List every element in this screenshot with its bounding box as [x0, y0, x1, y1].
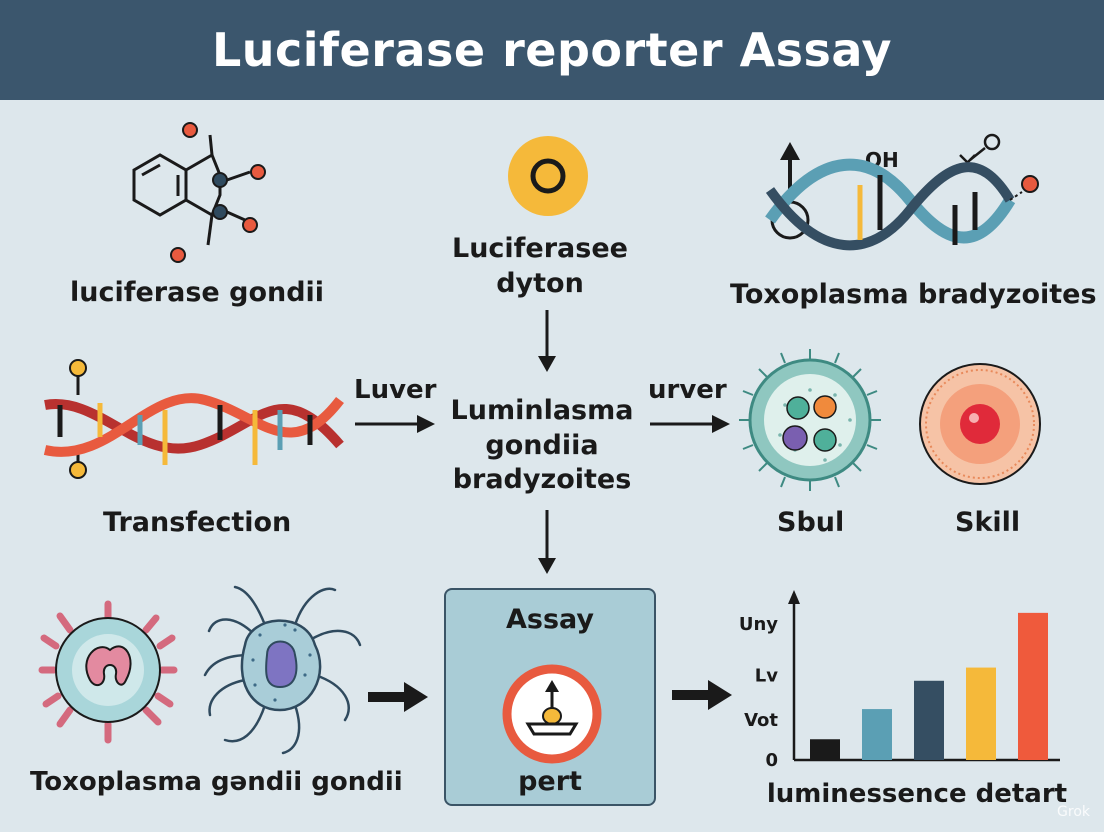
arrow-right-2 [650, 415, 730, 433]
molecule-label: luciferase gondii [70, 277, 325, 308]
center-label: Luminlasma gondiia bradyzoites [430, 394, 654, 498]
header-bar: Luciferase reporter Assay [0, 0, 1104, 100]
x-axis-label: luminessence detart [767, 779, 1067, 809]
molecule-icon [132, 122, 266, 263]
luminescence-chart: 0 Vot Lv Uny luminessence detart [739, 590, 1067, 809]
arrow-right-4 [672, 680, 732, 710]
y-axis-arrowhead [788, 590, 800, 604]
transfection-label: Transfection [103, 507, 292, 538]
arrow-right-3 [368, 682, 428, 712]
bar-4 [1018, 612, 1048, 760]
parasite-cell-icon [38, 600, 178, 744]
assay-title: Assay [505, 604, 595, 635]
bar-1 [862, 709, 892, 760]
bottom-left-label: Toxoplasma gəndii gondii [30, 767, 403, 797]
cell-1-icon [739, 349, 881, 491]
center-label-line-3: bradyzoites [452, 464, 632, 496]
luciferase-label-line-1: Luciferasee [452, 233, 628, 264]
arrow-down-1 [538, 310, 556, 372]
cell-2-label: Skill [955, 507, 1021, 538]
bar-3 [966, 667, 996, 760]
arrow-right-label: urver [648, 375, 727, 405]
watermark-text: Grok [1057, 804, 1090, 820]
bar-2 [914, 680, 944, 760]
luciferase-icon [508, 136, 588, 216]
assay-footer: pert [518, 766, 582, 797]
y-tick-label-0: 0 [765, 750, 778, 771]
luciferase-label-line-2: dyton [496, 267, 584, 299]
neuron-cell-icon [203, 585, 362, 755]
center-label-line-2: gondiia [485, 429, 599, 461]
arrow-right-1 [355, 415, 435, 433]
arrow-left-label: Luver [354, 375, 437, 405]
bar-0 [810, 739, 840, 760]
y-tick-label-2: Lv [755, 665, 778, 686]
y-tick-label-1: Vot [744, 710, 778, 731]
cell-2-icon [919, 363, 1041, 485]
cell-1-label: Sbul [777, 507, 845, 538]
dna-transfection-icon [43, 359, 344, 479]
assay-box: Assay pert [444, 588, 656, 806]
dna-top-label: Toxoplasma bradyzoites [730, 279, 1097, 310]
luminometer-icon [502, 664, 602, 764]
center-label-line-1: Luminlasma [450, 395, 634, 426]
arrow-down-2 [538, 510, 556, 574]
dna-top-icon: OH [765, 133, 1039, 251]
page-title: Luciferase reporter Assay [211, 23, 893, 77]
luciferase-label: Luciferasee dyton [440, 232, 640, 301]
y-tick-label-3: Uny [739, 614, 778, 635]
